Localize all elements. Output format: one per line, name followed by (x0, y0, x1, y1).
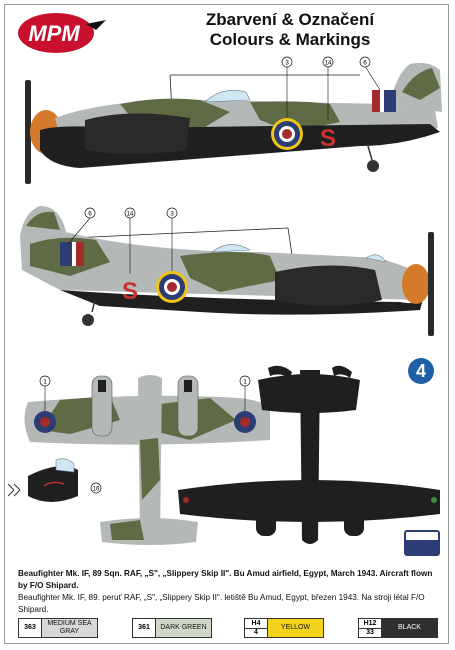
mr-hobby-logo (404, 530, 440, 556)
swatch-name: DARK GREEN (156, 619, 211, 637)
logo-text: MPM (28, 21, 80, 46)
propeller-blade (25, 80, 31, 184)
swatch-code-top: 363 (24, 624, 36, 631)
swatch-code-bottom: 4 (245, 627, 267, 637)
profile-right-side: S 6 14 3 (20, 206, 434, 336)
swatch-name: BLACK (382, 619, 437, 637)
title-english: Colours & Markings (209, 30, 371, 49)
option-number-badge: 4 (408, 358, 434, 384)
page-frame (4, 4, 449, 644)
colour-profiles-artwork: S 3 14 6 (7, 56, 442, 545)
fin-flash (384, 90, 396, 112)
left-nacelle-top (91, 375, 113, 437)
tail-wheel (367, 160, 379, 172)
swatch-dark-green: 361 DARK GREEN (132, 618, 212, 638)
caption: Beaufighter Mk. IF, 89 Sqn. RAF, „S", „S… (18, 568, 438, 616)
callout-1-right: 1 (243, 379, 247, 386)
profile-left-side: S 3 14 6 (25, 56, 442, 184)
mpm-logo: MPM (18, 13, 106, 53)
callout-16: 16 (93, 487, 100, 493)
swatch-name: MEDIUM SEA GRAY (42, 619, 97, 637)
arrow-chevron-icon (7, 483, 21, 497)
swatch-code-top: H4 (251, 619, 261, 627)
plan-view-top: 1 1 (24, 375, 271, 545)
title-czech: Zbarvení & Označení (205, 10, 375, 29)
callout-3-right: 3 (170, 211, 174, 218)
code-letter-left: S (320, 125, 336, 152)
swatch-code-bottom: 33 (359, 627, 381, 637)
swatch-code-top: H12 (363, 619, 377, 627)
engine-nacelle-right (275, 265, 382, 306)
underside-wings (178, 480, 440, 522)
canopy-right (211, 244, 251, 253)
caption-english: Beaufighter Mk. IF, 89 Sqn. RAF, „S", „S… (18, 569, 433, 590)
right-nacelle-top (177, 375, 199, 437)
callout-6: 6 (363, 60, 367, 67)
nose-art-detail: 16 (7, 458, 102, 502)
swatch-code: 363 (19, 619, 42, 637)
jet-icon (86, 20, 106, 30)
swatch-name: YELLOW (268, 619, 323, 637)
nose-art-marking (43, 481, 65, 487)
caption-czech: Beaufighter Mk. IF, 89. peruť RAF, „S", … (18, 593, 425, 614)
page-title: Zbarvení & Označení Colours & Markings (150, 10, 430, 50)
propeller-blade-right (428, 232, 434, 336)
plan-view-underside (178, 365, 440, 544)
swatch-code: 361 (133, 619, 156, 637)
callout-14-right: 14 (127, 212, 134, 218)
callout-1-left: 1 (43, 379, 47, 386)
swatch-code-top: 361 (138, 624, 150, 631)
spinner-right (402, 264, 430, 304)
code-letter-right: S (122, 278, 138, 305)
fin-flash-right (60, 242, 72, 266)
callout-6-right: 6 (88, 211, 92, 218)
engine-nacelle (85, 113, 190, 154)
callout-14: 14 (325, 61, 332, 67)
tail-wheel-right (82, 314, 94, 326)
canopy (204, 90, 251, 103)
callout-3: 3 (285, 60, 289, 67)
swatch-medium-sea-gray: 363 MEDIUM SEA GRAY (18, 618, 98, 638)
